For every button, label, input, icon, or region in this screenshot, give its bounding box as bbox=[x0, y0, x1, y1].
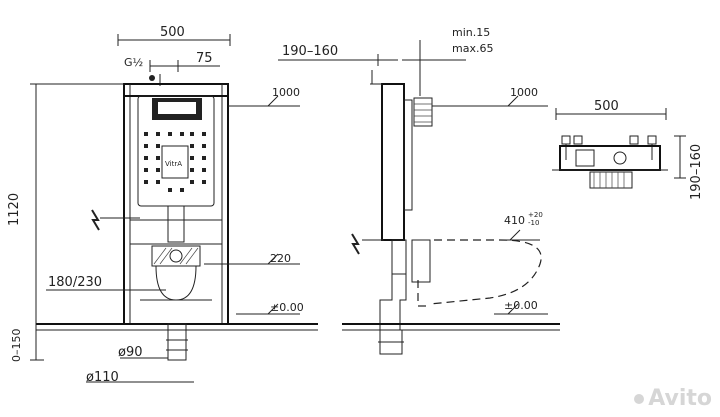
inlet-offset-label: 75 bbox=[196, 51, 213, 66]
side-electrical-icon bbox=[351, 233, 360, 255]
side-floor-level: ±0.00 bbox=[504, 299, 538, 312]
side-view: 190–160 min.15 max.65 1000 bbox=[278, 26, 560, 355]
pan-height-minus: -10 bbox=[528, 219, 539, 227]
top-depth-label: 190–160 bbox=[689, 144, 704, 200]
pipe-110-label: ø110 bbox=[86, 370, 119, 385]
outlet-height-label: 180/230 bbox=[48, 275, 102, 290]
wall-min-label: min.15 bbox=[452, 26, 490, 39]
electrical-icon bbox=[91, 209, 100, 231]
front-view: 500 G½ 75 VitrA bbox=[7, 25, 318, 385]
thread-label: G½ bbox=[124, 56, 143, 69]
avito-logo-icon bbox=[634, 393, 645, 404]
top-view: 500 190–160 bbox=[552, 99, 704, 200]
pipe-90-label: ø90 bbox=[118, 345, 143, 360]
pan-height-410: 410 bbox=[504, 214, 525, 227]
front-width-label: 500 bbox=[160, 25, 185, 40]
front-floor-level: ±0.00 bbox=[270, 301, 304, 314]
toilet-pan-outline bbox=[429, 239, 542, 305]
cistern-pattern bbox=[144, 132, 206, 192]
total-height-label: 1120 bbox=[7, 193, 22, 226]
wall-max-label: max.65 bbox=[452, 42, 493, 55]
pan-height-plus: +20 bbox=[528, 211, 543, 219]
side-height-1000: 1000 bbox=[510, 86, 538, 99]
water-inlet-icon bbox=[149, 75, 155, 81]
front-height-1000: 1000 bbox=[272, 86, 300, 99]
floor-adjust-label: 0–150 bbox=[10, 329, 23, 363]
avito-watermark: Avito bbox=[634, 386, 712, 411]
side-depth-label: 190–160 bbox=[282, 44, 338, 59]
pan-height-220: 220 bbox=[270, 252, 291, 265]
top-width-label: 500 bbox=[594, 99, 619, 114]
watermark-text: Avito bbox=[648, 386, 712, 411]
brand-label: VitrA bbox=[165, 160, 182, 168]
